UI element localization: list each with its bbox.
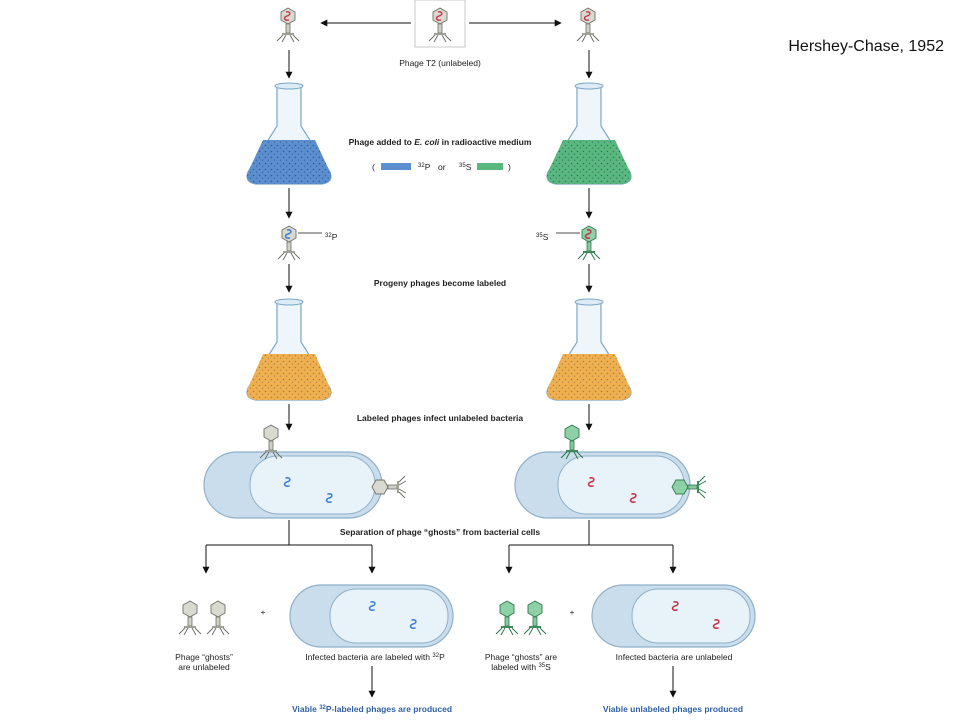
ghosts-labeled-s35: labeled with 35S bbox=[491, 662, 551, 672]
plus-right: + bbox=[570, 607, 575, 617]
progeny-label: Progeny phages become labeled bbox=[374, 278, 506, 288]
cell-infection-left bbox=[203, 451, 383, 519]
ghost-phage-right-2 bbox=[523, 600, 547, 636]
phage-left-top-icon bbox=[276, 7, 300, 43]
s35-tag: 35S bbox=[536, 232, 549, 242]
p32-tag: 32P bbox=[325, 232, 338, 242]
cell-result-right bbox=[591, 584, 756, 648]
legend-or: or bbox=[438, 162, 446, 172]
credit-title: Hershey-Chase, 1952 bbox=[788, 38, 944, 55]
viable-unlabeled-label: Viable unlabeled phages produced bbox=[603, 704, 743, 714]
separation-label: Separation of phage “ghosts” from bacter… bbox=[340, 527, 541, 537]
phage-s35-labeled-icon bbox=[577, 225, 601, 261]
plus-left: + bbox=[261, 607, 266, 617]
ghost-phage-left-2 bbox=[206, 600, 230, 636]
ghosts-unlabeled-line2: are unlabeled bbox=[178, 662, 230, 672]
flask-progeny-left bbox=[246, 298, 332, 401]
legend-close: ) bbox=[508, 162, 511, 172]
phage-right-top-icon bbox=[576, 7, 600, 43]
legend-s35-swatch bbox=[477, 163, 503, 170]
legend-s35-label: 35S bbox=[459, 162, 472, 172]
legend-p32-label: 32P bbox=[418, 162, 431, 172]
ghost-phage-left-1 bbox=[178, 600, 202, 636]
split-arrows-left bbox=[202, 520, 376, 574]
cell-result-left bbox=[289, 584, 454, 648]
ghosts-labeled-line1: Phage “ghosts” are bbox=[485, 652, 558, 662]
phage-t2-icon bbox=[428, 7, 452, 43]
legend-open: ( bbox=[372, 162, 375, 172]
split-arrows-right bbox=[505, 520, 677, 574]
isotope-legend: ( 32P or 35S ) bbox=[372, 162, 511, 172]
viable-p32-label: Viable 32P-labeled phages are produced bbox=[292, 704, 452, 714]
infected-unlabeled-label: Infected bacteria are unlabeled bbox=[616, 652, 733, 662]
flask-s35 bbox=[546, 82, 632, 185]
phage-t2-label: Phage T2 (unlabeled) bbox=[399, 58, 481, 68]
ghost-phage-right-1 bbox=[495, 600, 519, 636]
flask-p32 bbox=[246, 82, 332, 185]
ghosts-unlabeled-line1: Phage “ghosts” bbox=[175, 652, 233, 662]
legend-p32-swatch bbox=[381, 163, 411, 170]
infect-label: Labeled phages infect unlabeled bacteria bbox=[357, 413, 524, 423]
flask-progeny-right bbox=[546, 298, 632, 401]
phage-added-label: Phage added to E. coli in radioactive me… bbox=[349, 137, 532, 147]
infected-labeled-p32: Infected bacteria are labeled with 32P bbox=[305, 652, 445, 662]
cell-infection-right bbox=[514, 451, 691, 519]
phage-p32-labeled-icon bbox=[277, 225, 301, 261]
